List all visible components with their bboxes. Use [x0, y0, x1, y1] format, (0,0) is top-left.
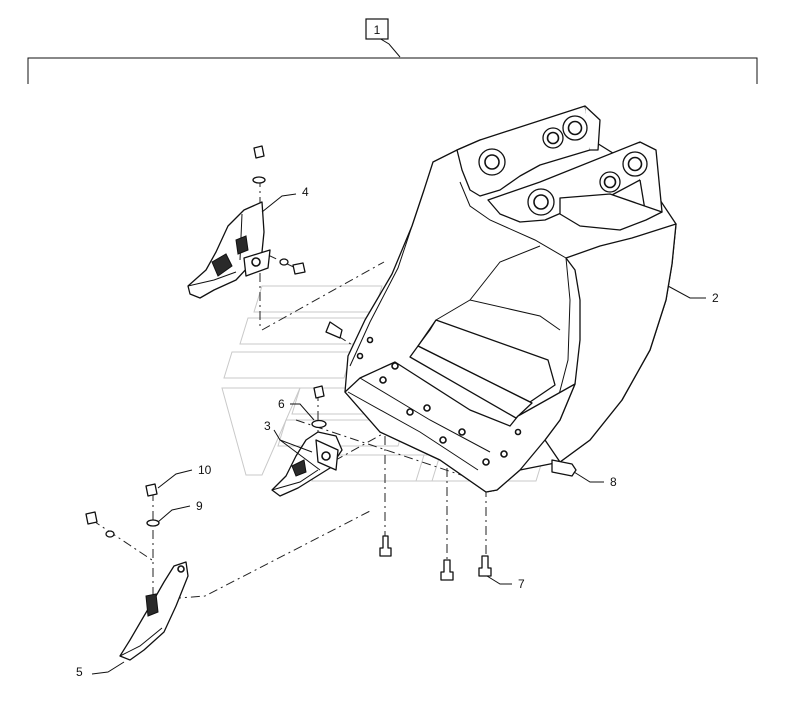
lower-hardware [85, 483, 160, 538]
side-hole [366, 336, 374, 344]
lower-tooth-adapter [119, 561, 189, 661]
middle-washer [311, 419, 327, 429]
assembly-bracket: 1 [27, 18, 758, 84]
upper-bolt [325, 321, 343, 339]
callout-5: 5 [76, 665, 83, 679]
middle-hardware [311, 385, 327, 429]
tooth-mount-hole [439, 436, 447, 444]
side-hole [356, 352, 364, 360]
tooth-mount-hole [423, 404, 431, 412]
callout-9: 9 [196, 499, 203, 513]
callout-6: 6 [278, 397, 285, 411]
callout-7: 7 [518, 577, 525, 591]
tooth-mount-hole [406, 408, 414, 416]
bolts [379, 459, 577, 581]
lower-side-nut [85, 511, 98, 525]
middle-nut [313, 385, 325, 399]
callout-8: 8 [610, 475, 617, 489]
callout-3: 3 [264, 419, 271, 433]
assembly-callout-box [365, 18, 389, 40]
bolt-left [379, 535, 392, 557]
callout-4: 4 [302, 185, 309, 199]
upper-nut [253, 145, 265, 159]
callout-10: 10 [198, 463, 212, 477]
tooth-mount-hole [391, 362, 399, 370]
lower-washer [146, 519, 160, 527]
assembly-callout-label: 1 [374, 23, 381, 37]
tooth-mount-hole [458, 428, 466, 436]
bolt-middle [440, 559, 454, 581]
lower-side-washer [105, 530, 115, 538]
upper-washer [252, 176, 266, 184]
callout-2: 2 [712, 291, 719, 305]
middle-tooth-adapter [271, 431, 343, 497]
side-bolt [551, 459, 577, 477]
upper-side-washer [279, 258, 289, 266]
callouts: 2 3 4 5 6 7 8 9 10 [76, 185, 719, 679]
upper-hardware [252, 145, 343, 339]
bucket [344, 105, 677, 493]
side-hole [514, 428, 522, 436]
upper-tooth-adapter [187, 201, 271, 299]
tooth-mount-hole [379, 376, 387, 384]
upper-side-nut [292, 262, 306, 275]
bolt-right [478, 555, 492, 577]
tooth-mount-hole [482, 458, 490, 466]
tooth-mount-hole [500, 450, 508, 458]
lower-nut [145, 483, 158, 497]
